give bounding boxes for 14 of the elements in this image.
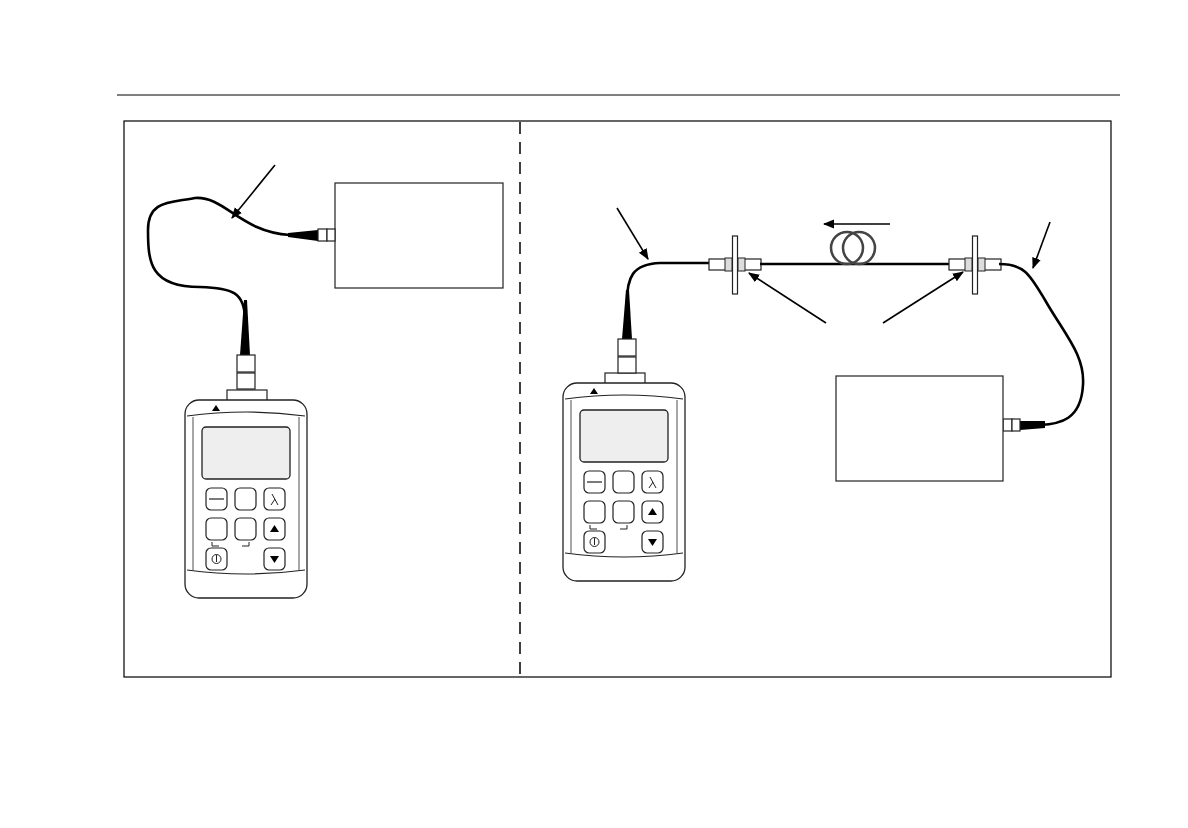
bulkhead-adapter: [708, 235, 762, 295]
fiber-cable: [146, 196, 336, 390]
meter-drawing: [184, 389, 308, 599]
bulkhead-adapter: [948, 235, 1002, 295]
fiber-cable: [998, 262, 1085, 432]
equipment-box: [835, 375, 1004, 482]
meter-drawing: [562, 372, 686, 582]
equipment-box: [334, 182, 504, 289]
fiber-spool-drawing: [760, 230, 950, 266]
leader-line: [616, 207, 649, 260]
leader-line: [882, 271, 964, 324]
leader-line: [231, 164, 276, 219]
leader-line: [748, 272, 827, 324]
leader-line: [1032, 221, 1051, 270]
